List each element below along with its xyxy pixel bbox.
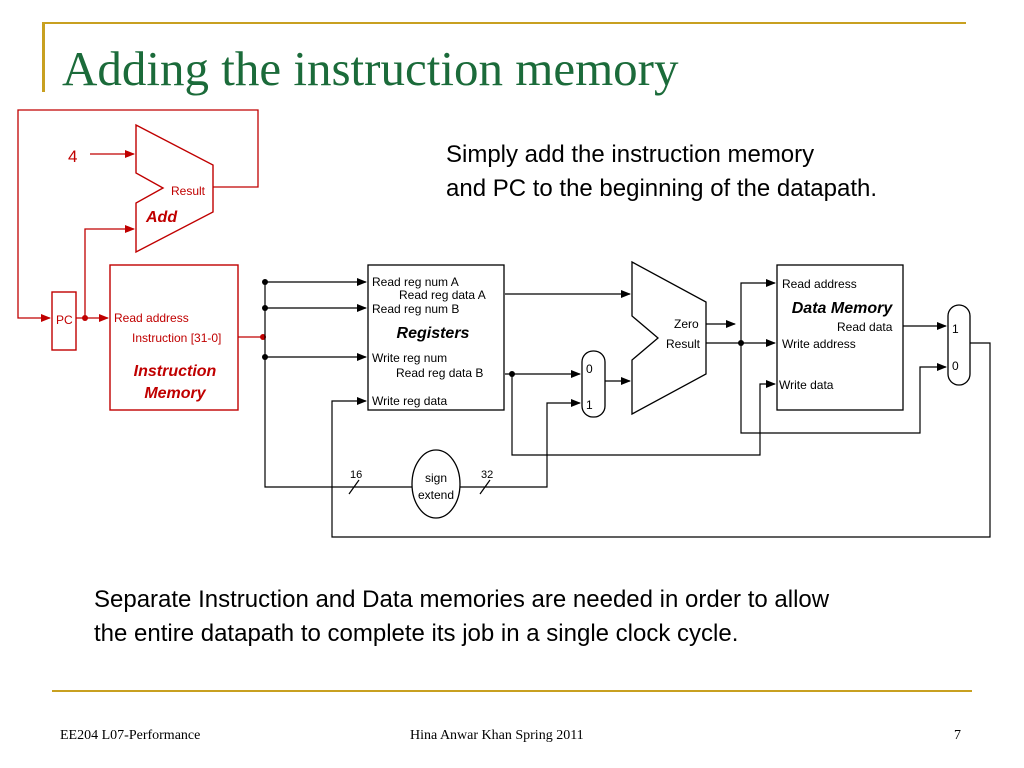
- dmem-write-address: Write address: [782, 337, 856, 351]
- pc-update-wire: [17, 109, 259, 322]
- reg-read-data-a: Read reg data A: [399, 288, 486, 302]
- imem-name-line-2: Memory: [144, 385, 206, 402]
- pc-register: [51, 291, 77, 351]
- alu-result-bypass: [740, 343, 947, 434]
- dmem-write-data: Write data: [779, 378, 834, 392]
- alu-zero-label: Zero: [674, 317, 699, 331]
- side-note-line-1: Simply add the instruction memory: [446, 141, 815, 168]
- reg-read-num-b: Read reg num B: [372, 302, 459, 316]
- title-accent-bar: [42, 22, 45, 92]
- footer-course: EE204 L07-Performance: [60, 728, 201, 743]
- adder-name: Add: [145, 209, 178, 226]
- alu-shape: [631, 260, 707, 416]
- bottom-text-line-2: the entire datapath to complete its job …: [94, 620, 739, 647]
- sign-extend-out-wire: [460, 399, 581, 488]
- instruction-bus: [264, 282, 412, 488]
- dmem-read-address: Read address: [782, 277, 857, 291]
- const-four-label: 4: [68, 147, 77, 166]
- wb-mux-in0: 0: [952, 359, 959, 373]
- pc-junction-dot: [82, 315, 88, 321]
- reg-read-data-b: Read reg data B: [396, 366, 483, 380]
- reg-read-num-a: Read reg num A: [372, 275, 459, 289]
- writeback-mux: [947, 304, 971, 386]
- dmem-name: Data Memory: [792, 300, 894, 317]
- imem-instruction-out: Instruction [31-0]: [132, 331, 221, 345]
- wb-mux-in1: 1: [952, 322, 959, 336]
- adder-shape: [135, 123, 214, 254]
- alu-mux-in1: 1: [586, 398, 593, 412]
- pc-to-adder-wire: [84, 225, 135, 318]
- reg-write-num: Write reg num: [372, 351, 447, 365]
- side-note-line-2: and PC to the beginning of the datapath.: [446, 175, 878, 202]
- slide-title: Adding the instruction memory: [62, 41, 679, 96]
- dmem-read-data: Read data: [837, 320, 893, 334]
- registers-name: Registers: [397, 325, 470, 342]
- sign-extend-unit: [411, 449, 461, 519]
- bottom-text-line-1: Separate Instruction and Data memories a…: [94, 586, 830, 613]
- imem-read-address: Read address: [114, 311, 189, 325]
- alu-src-mux: [581, 350, 606, 418]
- store-data-wire: [511, 374, 776, 456]
- adder-result-label: Result: [171, 184, 206, 198]
- imem-name-line-1: Instruction: [134, 363, 217, 380]
- alu-mux-in0: 0: [586, 362, 593, 376]
- footer-rule: [52, 690, 972, 692]
- alu-result-to-read-address: [740, 279, 776, 343]
- data-memory-box: [776, 264, 904, 411]
- top-rule: [42, 22, 966, 24]
- pc-label: PC: [56, 313, 73, 327]
- sign-extend-line-1: sign: [425, 471, 447, 485]
- writeback-wire: [331, 342, 991, 538]
- footer-author: Hina Anwar Khan Spring 2011: [410, 728, 584, 743]
- footer-page-number: 7: [954, 728, 961, 743]
- sign-extend-line-2: extend: [418, 488, 454, 502]
- sign-extend-out-bits: 32: [481, 469, 493, 481]
- alu-result-label: Result: [666, 337, 701, 351]
- sign-extend-in-bits: 16: [350, 469, 362, 481]
- register-file-box: [367, 264, 505, 411]
- reg-write-data: Write reg data: [372, 394, 447, 408]
